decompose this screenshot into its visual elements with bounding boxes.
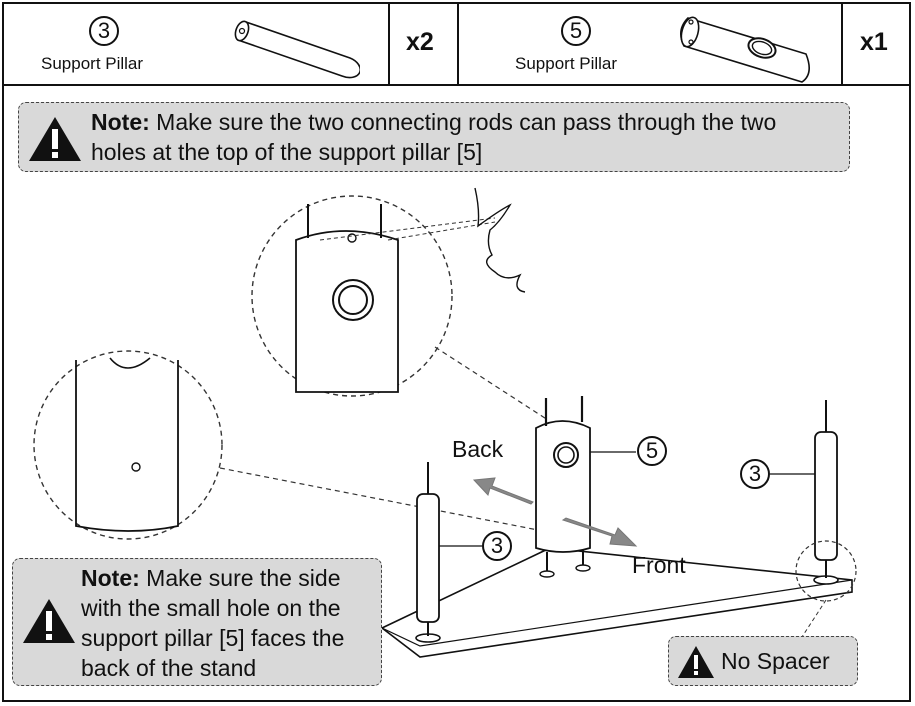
note-top-text: Note: Make sure the two connecting rods … — [91, 107, 831, 167]
warning-icon — [29, 117, 81, 161]
note-bottom: Note: Make sure the side with the small … — [12, 558, 382, 686]
no-spacer-zoom — [795, 540, 857, 602]
pillar-5 — [535, 420, 591, 553]
part-label-3: Support Pillar — [41, 54, 144, 73]
pillar-3-left — [416, 493, 440, 623]
part-number-5: 5 — [561, 16, 591, 46]
part-number-3: 3 — [89, 16, 119, 46]
zoom-circle-left — [33, 350, 223, 540]
note-bottom-prefix: Note: — [81, 565, 140, 591]
part-label-5: Support Pillar — [515, 54, 618, 73]
back-arrow — [472, 477, 534, 505]
note-top: Note: Make sure the two connecting rods … — [18, 102, 850, 172]
back-label: Back — [452, 436, 504, 462]
note-bottom-text: Note: Make sure the side with the small … — [81, 563, 377, 683]
no-spacer-text: No Spacer — [721, 648, 830, 674]
cylinder-pillar-icon — [234, 20, 360, 79]
divider — [457, 2, 459, 86]
warning-icon — [23, 599, 75, 643]
warning-icon — [678, 646, 714, 678]
parts-header: 3 Support Pillar x2 5 Support Pillar x1 — [2, 2, 911, 86]
note-bottom-body: Make sure the side with the small hole o… — [81, 565, 345, 681]
front-arrow — [561, 517, 638, 547]
callout-3-left: 3 — [482, 531, 512, 561]
note-top-body: Make sure the two connecting rods can pa… — [91, 109, 777, 165]
note-top-prefix: Note: — [91, 109, 150, 135]
no-spacer-badge: No Spacer — [668, 636, 858, 686]
part-quantity-5: x1 — [860, 28, 888, 56]
eye-viewer-sketch — [474, 187, 526, 293]
divider — [841, 2, 843, 86]
callout-3-right: 3 — [740, 459, 770, 489]
front-label: Front — [632, 552, 686, 578]
divider — [388, 2, 390, 86]
callout-5: 5 — [637, 436, 667, 466]
oval-pillar-with-hole-icon — [680, 16, 810, 83]
part-quantity-3: x2 — [406, 28, 434, 56]
